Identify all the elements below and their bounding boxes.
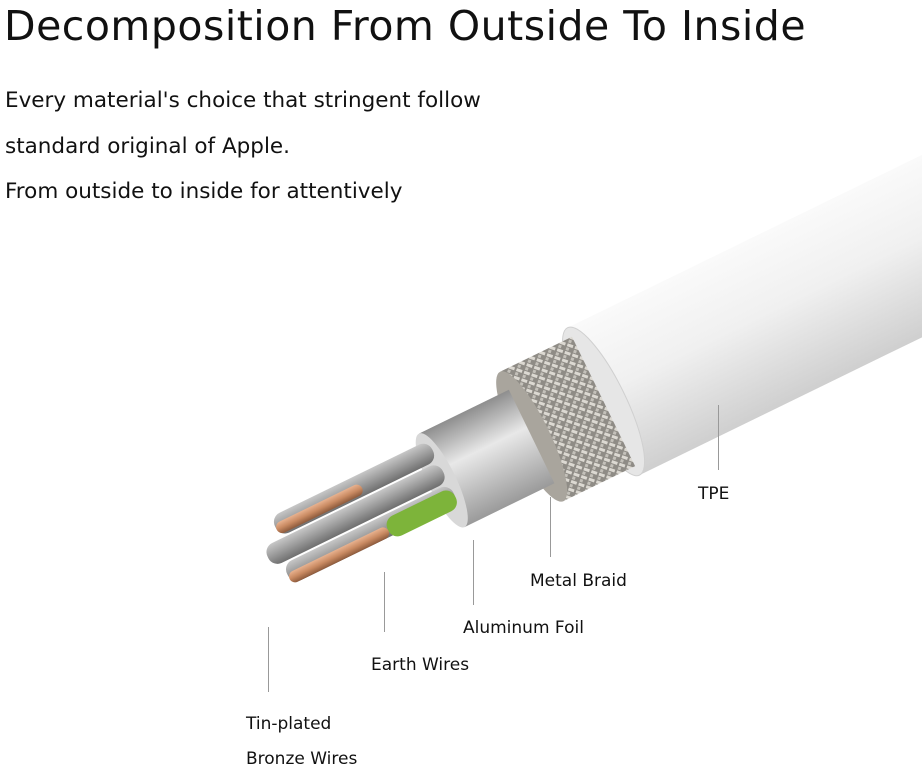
bronze-leader-line [268,627,269,692]
label-tin-plated: Tin-plated [246,714,332,734]
label-earth-wires: Earth Wires [371,655,470,675]
earth-leader-line [384,572,385,632]
intro-line-1: Every material's choice that stringent f… [5,88,481,113]
copper-conductor [276,484,363,534]
page-title: Decomposition From Outside To Inside [4,2,807,50]
label-bronze-wires: Bronze Wires [246,749,358,769]
foil-leader-line [473,540,474,605]
tpe-leader-line [718,405,719,470]
inner-wires [266,443,457,583]
braid-leader-line [550,497,551,557]
intro-line-2: standard original of Apple. [5,134,290,159]
intro-line-3: From outside to inside for attentively [5,179,403,204]
label-aluminum-foil: Aluminum Foil [463,618,584,638]
label-tpe: TPE [698,484,730,504]
label-metal-braid: Metal Braid [530,571,627,591]
earth-wire [386,490,457,537]
copper-conductor [289,527,390,583]
